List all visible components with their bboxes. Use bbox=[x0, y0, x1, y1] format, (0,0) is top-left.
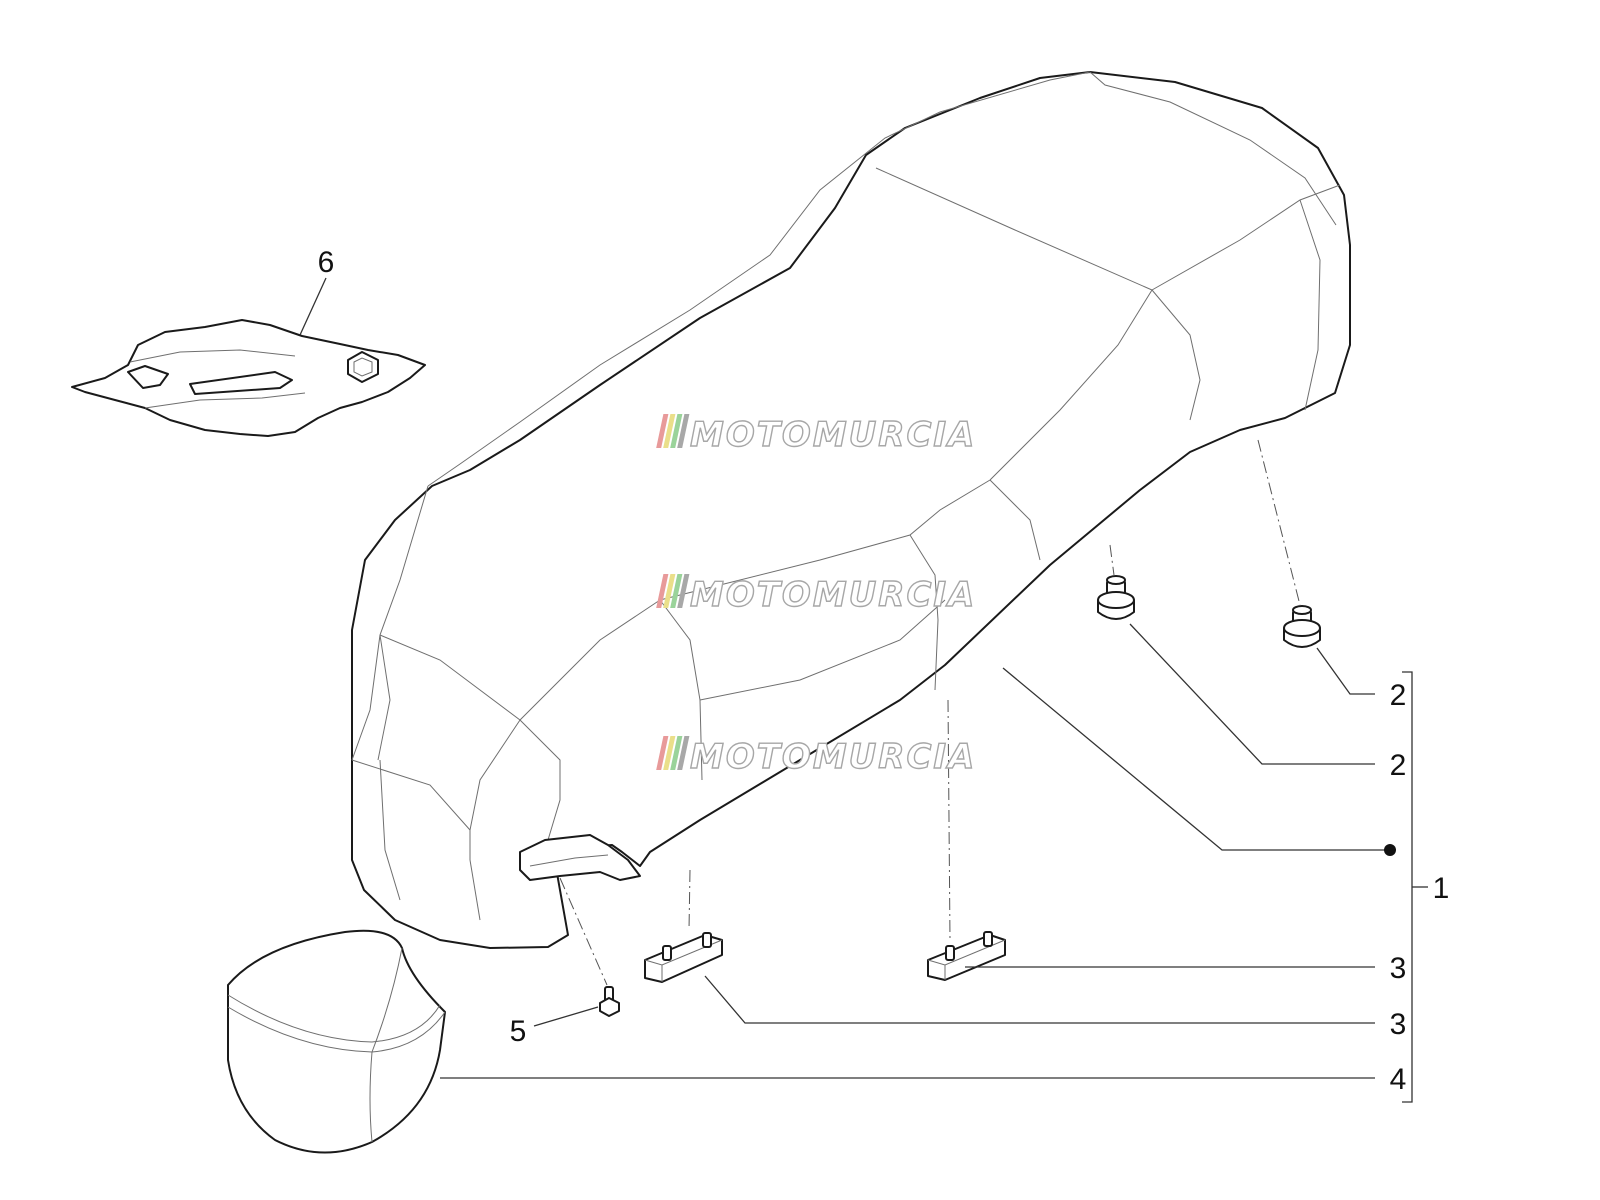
leader-3b bbox=[704, 975, 1375, 1024]
watermark-text: MOTOMURCIA bbox=[690, 415, 976, 455]
callout-2a: 2 bbox=[1390, 679, 1407, 712]
leader-2a bbox=[1316, 647, 1375, 695]
watermark-text: MOTOMURCIA bbox=[690, 737, 976, 777]
callout-4: 4 bbox=[1390, 1063, 1407, 1096]
callout-5: 5 bbox=[510, 1015, 527, 1048]
leader-5 bbox=[533, 1006, 599, 1027]
callout-2b: 2 bbox=[1390, 749, 1407, 782]
watermark: MOTOMURCIA bbox=[656, 414, 976, 456]
watermark: MOTOMURCIA bbox=[656, 574, 976, 616]
leader-1 bbox=[1002, 667, 1390, 851]
callout-1: 1 bbox=[1433, 872, 1450, 905]
callout-3a: 3 bbox=[1390, 952, 1407, 985]
leader-6 bbox=[299, 277, 327, 336]
assembly-axis-lines bbox=[559, 439, 1301, 986]
helmet-liner bbox=[227, 929, 446, 1154]
leader-lines bbox=[299, 277, 1428, 1103]
support-bracket bbox=[927, 931, 1006, 981]
callout-6: 6 bbox=[318, 246, 335, 279]
callout-3b: 3 bbox=[1390, 1008, 1407, 1041]
rubber-buffer bbox=[1097, 575, 1135, 620]
rubber-buffer bbox=[1283, 605, 1321, 648]
watermark-text: MOTOMURCIA bbox=[690, 575, 976, 615]
watermark: MOTOMURCIA bbox=[656, 736, 976, 778]
support-bracket bbox=[644, 932, 723, 983]
group-bullet bbox=[1384, 844, 1396, 856]
leader-2b bbox=[1129, 623, 1375, 765]
screw bbox=[599, 986, 620, 1017]
seat bbox=[351, 71, 1351, 949]
tool-kit bbox=[71, 319, 426, 437]
callout-labels: 6 2 2 1 3 3 4 5 bbox=[318, 246, 1450, 1096]
